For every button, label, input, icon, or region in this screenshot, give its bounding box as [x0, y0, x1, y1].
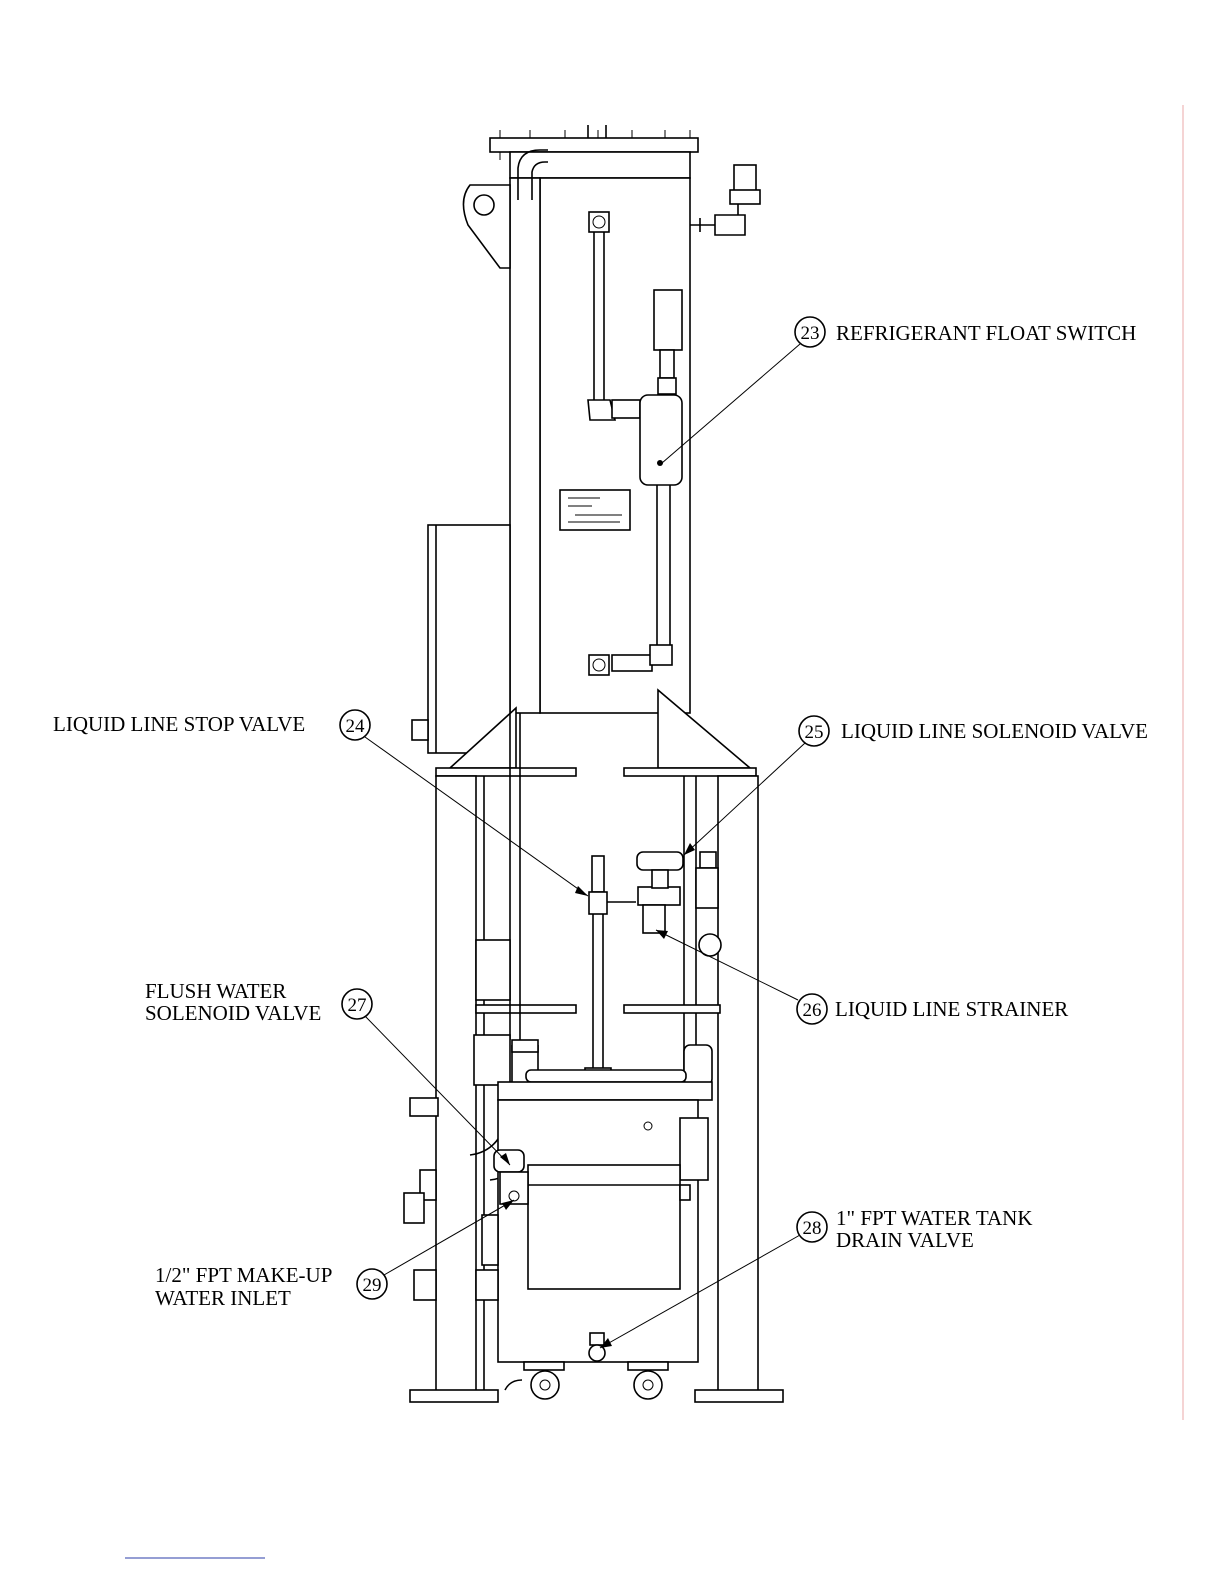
- callout-29-number: 29: [363, 1275, 382, 1296]
- callout-25-number: 25: [805, 722, 824, 743]
- callout-26-label: LIQUID LINE STRAINER: [835, 997, 1068, 1021]
- callout-27-label-line1: FLUSH WATER: [145, 979, 286, 1003]
- callout-29-label-line2: WATER INLET: [155, 1286, 291, 1310]
- callout-24-label: LIQUID LINE STOP VALVE: [53, 712, 305, 736]
- callout-23-number: 23: [801, 323, 820, 344]
- callout-27-label-line2: SOLENOID VALVE: [145, 1001, 321, 1025]
- callout-23-label: REFRIGERANT FLOAT SWITCH: [836, 321, 1136, 345]
- callout-29-label-line1: 1/2" FPT MAKE-UP: [155, 1263, 332, 1287]
- callout-24-number: 24: [346, 716, 366, 737]
- vessel-body: [412, 125, 760, 768]
- callout-25-label: LIQUID LINE SOLENOID VALVE: [841, 719, 1148, 743]
- callout-26-number: 26: [803, 1000, 822, 1021]
- callout-28-number: 28: [803, 1218, 822, 1239]
- callout-27-number: 27: [348, 995, 367, 1016]
- callout-28-label-line1: 1" FPT WATER TANK: [836, 1206, 1033, 1230]
- callout-28-label-line2: DRAIN VALVE: [836, 1228, 974, 1252]
- callout-23: 23 REFRIGERANT FLOAT SWITCH: [662, 317, 1136, 463]
